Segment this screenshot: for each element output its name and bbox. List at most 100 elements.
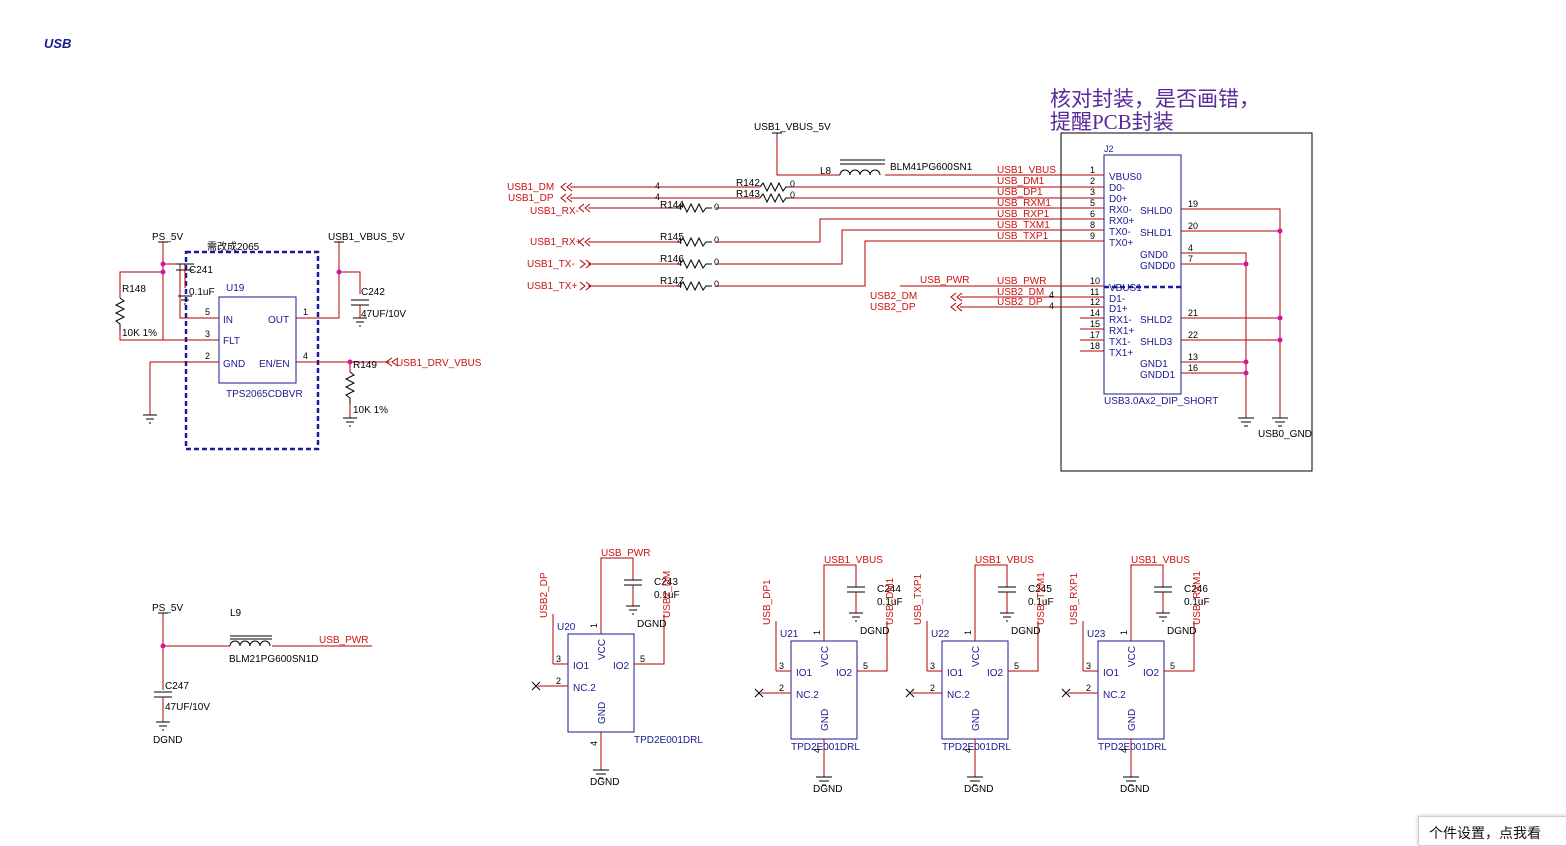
port-usb2-dm: USB2_DM [870,291,917,302]
u19-pin-gnd-num: 2 [205,351,210,361]
r144-zero: 0 [714,202,719,212]
esd-cap-ref: C244 [877,584,901,595]
esd-io1-net: USB_DP1 [762,579,773,625]
r147-zero: 0 [714,279,719,289]
esd-dgnd: DGND [1120,784,1149,795]
esd-pin2-num: 2 [1086,683,1091,693]
sheet-title: USB [44,36,71,51]
l9-net-usb-pwr: USB_PWR [319,635,368,646]
r146-ref: R146 [660,254,684,265]
j2-shield-pin-label: GND1 [1140,359,1168,370]
j2-shield-pin-num: 20 [1188,221,1198,231]
j2-shield-pin-num: 16 [1188,363,1198,373]
port-usb1-txm: USB1_TX- [527,259,575,270]
j2-shield-pin-label: SHLD0 [1140,206,1173,217]
j2-pin-num: 11 [1090,287,1099,297]
j2-pin-num: 12 [1090,297,1100,307]
j2-pin-net: USB_DM1 [997,176,1045,187]
r143-zero: 0 [790,190,795,200]
j2-pin-num: 9 [1090,231,1095,241]
j2-pin-num: 18 [1090,341,1100,351]
j2-pin-num: 14 [1090,308,1100,318]
esd-pin3-num: 3 [1086,661,1091,671]
u19-pin-in: IN [223,315,233,326]
l8-part: BLM41PG600SN1 [890,162,973,173]
net-ps5v: PS_5V [152,232,183,243]
esd-io2-net: USB_DM1 [885,577,896,625]
j2-pin-net: USB_RXM1 [997,198,1051,209]
modification-box [184,250,320,451]
c247-val: 47UF/10V [165,702,210,713]
esd-vcc-label: VCC [597,639,608,660]
j2-part: USB3.0Ax2_DIP_SHORT [1104,396,1218,407]
r142-ref: R142 [736,178,760,189]
j2-pin-label: RX0- [1109,205,1132,216]
esd-dgnd: DGND [964,784,993,795]
l9-dgnd: DGND [153,735,182,746]
l9-net-ps5v: PS_5V [152,603,183,614]
r146-zero: 0 [714,257,719,267]
esd-cap-ref: C243 [654,577,678,588]
j2-shield-pin-num: 13 [1188,352,1198,362]
connector-left-pins: 1VBUS0USB1_VBUS2D0-USB_DM13D0+USB_DP15RX… [997,165,1142,359]
esd-ref: U21 [780,629,799,640]
esd-pin5-num: 5 [640,654,645,664]
c241-val: 0.1uF [189,287,215,298]
j2-pin-num: 5 [1090,198,1095,208]
j2-pin-num: 8 [1090,220,1095,230]
j2-pin-label: TX0- [1109,227,1131,238]
vbus-net-label: USB1_VBUS_5V [754,122,831,133]
usb-connector-block: 核对封装，是否画错， 提醒PCB封装 J2 USB3.0Ax2_DIP_SHOR… [507,87,1313,472]
r148-val: 10K 1% [122,328,157,339]
j2-pin-net: USB_TXM1 [997,220,1050,231]
j2-ref: J2 [1104,144,1114,154]
r143-ref: R143 [736,189,760,200]
esd-io1-label: IO1 [1103,668,1120,679]
esd-nc-label: NC.2 [796,690,819,701]
j2-pin-net: USB_PWR [997,276,1046,287]
j2-shield-pin-label: GND0 [1140,250,1168,261]
port-usb1-txp: USB1_TX+ [527,281,577,292]
esd-gnd-label: GND [597,702,608,724]
esd-pin3-num: 3 [779,661,784,671]
c242-val: 47UF/10V [361,309,406,320]
esd-pin4-num: 4 [812,748,822,753]
net-usb1-vbus-5v: USB1_VBUS_5V [328,232,405,243]
review-note-line2: 提醒PCB封装 [1050,110,1174,134]
esd-io1-label: IO1 [573,661,590,672]
pin4-r144: 4 [677,202,682,212]
esd-cap-ref: C245 [1028,584,1052,595]
r148-ref: R148 [122,284,146,295]
j2-pin-label: VBUS1 [1109,283,1142,294]
c241-ref: C241 [189,265,213,276]
esd-pin1-num: 1 [812,630,822,635]
esd-cap-dgnd: DGND [1167,626,1196,637]
j2-pin-label: VBUS0 [1109,172,1142,183]
esd-nc-label: NC.2 [1103,690,1126,701]
pin4-r147: 4 [677,280,682,290]
esd-supply-net: USB1_VBUS [824,555,883,566]
u19-pin-out: OUT [268,315,289,326]
esd-pin5-num: 5 [1170,661,1175,671]
u19-pin-en: EN/EN [259,359,290,370]
esd-cap-val: 0.1uF [877,597,903,608]
r145-ref: R145 [660,232,684,243]
esd-dgnd: DGND [813,784,842,795]
esd-nc-label: NC.2 [947,690,970,701]
esd-io2-label: IO2 [613,661,630,672]
pin4-r146: 4 [677,258,682,268]
u19-pin-en-num: 4 [303,351,308,361]
connector-frame [1060,132,1313,472]
esd-io1-label: IO1 [947,668,964,679]
esd-gnd-label: GND [1127,709,1138,731]
esd-pin4-num: 4 [1119,748,1129,753]
esd-ref: U20 [557,622,576,633]
u19-part: TPS2065CDBVR [226,389,303,400]
esd-pin3-num: 3 [556,654,561,664]
esd-device-u23: U23TPD2E001DRLUSB1_VBUSC2460.1uFDGNDDGND… [1061,555,1210,795]
esd-dgnd: DGND [590,777,619,788]
j2-pin-label: D1+ [1109,304,1128,315]
esd-io2-net: USB2_DM [662,571,673,618]
j2-pin-label: RX0+ [1109,216,1134,227]
settings-tooltip[interactable]: 个件设置，点我看 [1418,816,1566,846]
